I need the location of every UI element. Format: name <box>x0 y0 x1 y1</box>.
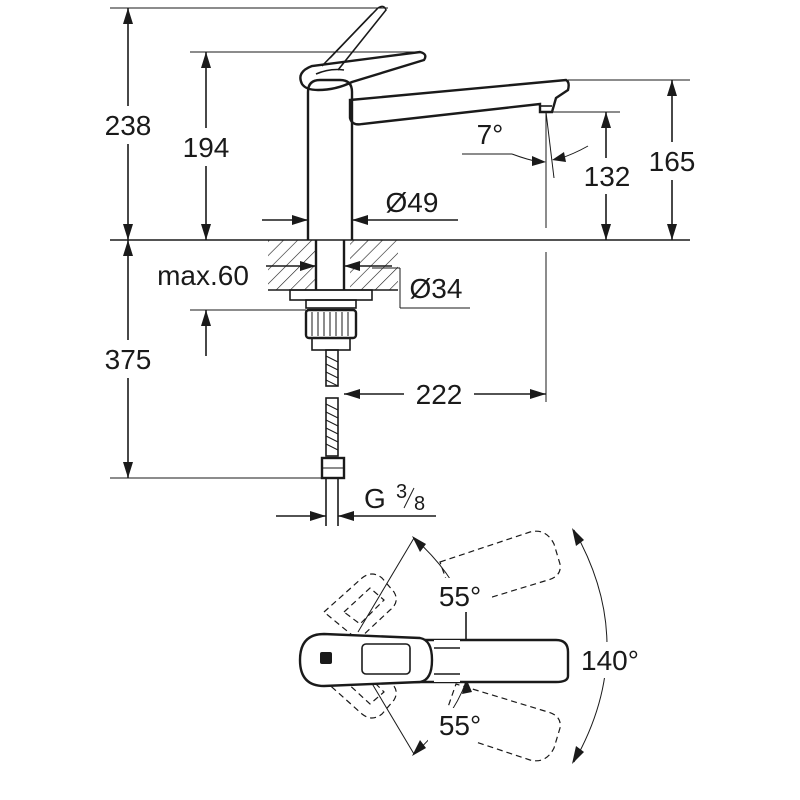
top-view-swivel <box>298 528 608 764</box>
label-swivel-angle-upper: 55° <box>439 581 481 612</box>
label-swivel-angle-lower: 55° <box>439 710 481 741</box>
label-total-height: 238 <box>105 110 152 141</box>
spout <box>348 78 570 126</box>
shank <box>289 240 373 309</box>
label-connection-denominator: 8 <box>414 493 425 515</box>
dimension-connection-thread <box>276 511 436 521</box>
lever <box>299 50 427 92</box>
label-hose-length: 375 <box>105 344 152 375</box>
dimension-outlet-angle <box>462 111 589 228</box>
label-body-diameter: Ø49 <box>386 187 439 218</box>
label-connection-thread: G <box>364 483 386 514</box>
dimension-body-diameter <box>262 215 458 225</box>
dimension-counter-thickness <box>266 261 392 271</box>
label-counter-thickness: max.60 <box>157 260 249 291</box>
label-connection-numerator: 3 <box>396 481 407 503</box>
dimension-hose-length <box>90 240 322 479</box>
dimension-spout-reach <box>344 252 547 412</box>
label-hole-diameter: Ø34 <box>410 273 463 304</box>
lever-top-view <box>298 632 434 688</box>
supply-hose <box>320 349 346 526</box>
spout-position-lower <box>439 683 561 762</box>
label-swivel-angle-total: 140° <box>581 645 639 676</box>
dimension-total-height <box>90 7 388 240</box>
faucet-body <box>306 78 354 240</box>
label-outlet-height: 132 <box>584 161 631 192</box>
mounting-nut <box>304 308 358 351</box>
label-spout-reach: 222 <box>416 379 463 410</box>
dimension-hole-diameter <box>372 267 470 309</box>
label-outlet-angle: 7° <box>477 119 504 150</box>
dimension-outlet-height <box>552 111 638 240</box>
dimension-lever-height <box>168 51 420 240</box>
label-lever-height: 194 <box>183 132 230 163</box>
lever-logo-mark <box>320 652 332 664</box>
dimension-spout-height <box>568 79 702 240</box>
label-spout-height: 165 <box>649 146 696 177</box>
